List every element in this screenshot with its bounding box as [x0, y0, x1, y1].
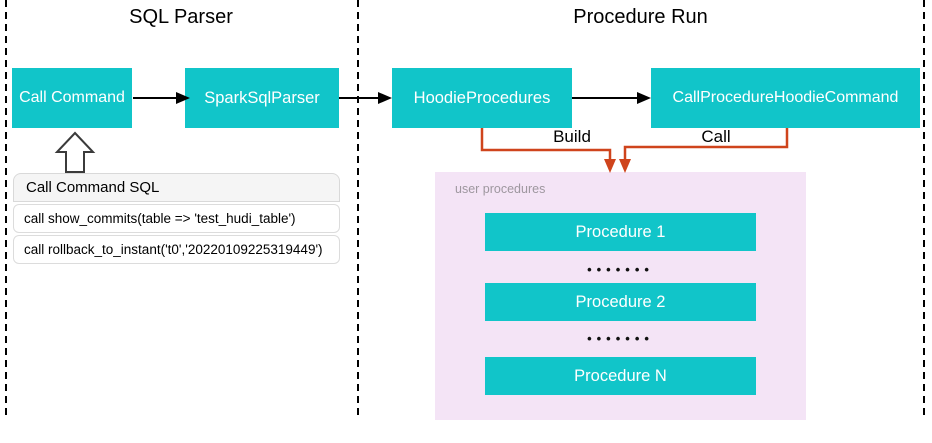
sql-row-show-commits: call show_commits(table => 'test_hudi_ta…: [13, 204, 340, 233]
node-call-command: Call Command: [12, 68, 132, 128]
user-procedures-panel: user procedures Procedure 1 ••••••• Proc…: [435, 172, 806, 420]
section-title-sql-parser: SQL Parser: [129, 6, 233, 28]
procedure-box-1: Procedure 1: [485, 213, 756, 251]
node-callprocedurehoodiecommand: CallProcedureHoodieCommand: [651, 68, 920, 128]
procedure-box-n: Procedure N: [485, 357, 756, 395]
arrow-callcommand-to-sparksqlparser: [133, 92, 190, 104]
arrow-sparksqlparser-to-hoodieprocedures: [339, 92, 392, 104]
section-title-procedure-run: Procedure Run: [573, 6, 708, 28]
user-procedures-label: user procedures: [455, 182, 546, 196]
edge-label-call: Call: [701, 127, 731, 146]
hollow-up-arrow: [54, 131, 96, 173]
ellipsis-dots: •••••••: [587, 331, 654, 346]
edge-label-build: Build: [553, 127, 591, 146]
sql-example-panel: Call Command SQL call show_commits(table…: [13, 173, 340, 264]
sql-panel-header: Call Command SQL: [13, 173, 340, 202]
node-hoodieprocedures: HoodieProcedures: [392, 68, 572, 128]
sql-row-rollback: call rollback_to_instant('t0','202201092…: [13, 235, 340, 264]
node-sparksqlparser: SparkSqlParser: [185, 68, 339, 128]
procedure-box-2: Procedure 2: [485, 283, 756, 321]
ellipsis-dots: •••••••: [587, 262, 654, 277]
arrow-hoodieprocedures-to-callprocedure: [572, 92, 651, 104]
